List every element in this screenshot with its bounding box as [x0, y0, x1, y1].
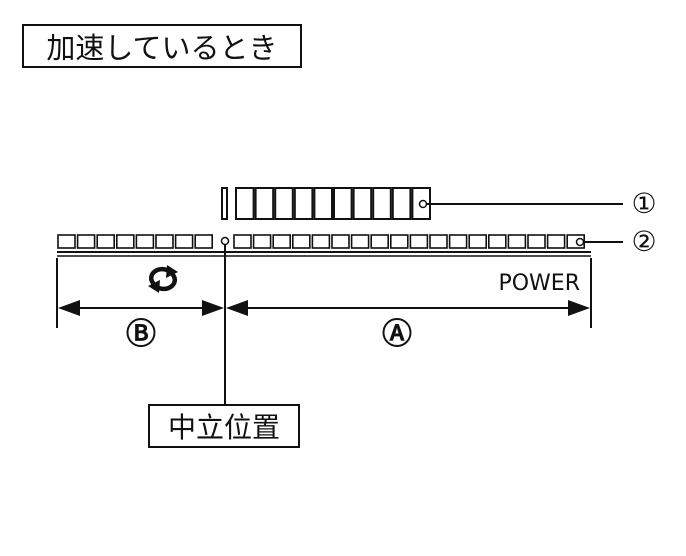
lower-bar-segment	[96, 234, 115, 249]
callout-one: ①	[631, 187, 656, 220]
range-a-label: Ⓐ	[382, 317, 412, 352]
lower-bar-segment	[174, 234, 194, 249]
lower-bar-segment	[527, 234, 546, 249]
lower-bar-segment	[389, 234, 409, 249]
range-a-arrow	[226, 300, 590, 316]
lower-bar-segment	[507, 234, 527, 249]
range-b-label: Ⓑ	[126, 317, 156, 352]
upper-bar-segment	[235, 187, 255, 220]
lower-bar-segment	[291, 234, 311, 249]
neutral-position-label: 中立位置	[148, 404, 300, 448]
lower-bar-segment	[57, 234, 76, 249]
lower-bar-segment	[546, 234, 566, 249]
lower-bar-segment	[116, 234, 135, 249]
upper-bar-segment	[333, 187, 353, 220]
upper-bar-end-segment	[221, 187, 228, 220]
lower-bar-segment	[76, 234, 96, 249]
neutral-marker	[220, 236, 230, 246]
lower-bar-segment	[252, 234, 272, 249]
upper-bar-segment	[352, 187, 373, 220]
lower-bar-segment	[272, 234, 292, 249]
lower-bar-segment	[448, 234, 468, 249]
lower-bar-segment	[429, 234, 448, 249]
upper-bar-segment	[372, 187, 392, 220]
lower-bar-segment	[468, 234, 488, 249]
upper-indicator-bar	[221, 187, 431, 220]
upper-bar-segment	[293, 187, 314, 220]
title-label: 加速しているとき	[22, 24, 302, 68]
power-label: POWER	[498, 271, 580, 296]
upper-bar-segment	[391, 187, 412, 220]
lower-bar-segment	[409, 234, 429, 249]
lower-bar-segment	[194, 234, 213, 249]
lower-bar-segment	[311, 234, 331, 249]
lower-bar-marker	[575, 237, 585, 247]
callout-two: ②	[631, 225, 656, 258]
range-b-arrow	[58, 300, 224, 316]
lower-bar-segment	[155, 234, 174, 249]
upper-bar-segment	[313, 187, 333, 220]
regeneration-arrows-icon	[148, 265, 178, 293]
lower-bar-segment	[135, 234, 155, 249]
lower-bar-segment	[370, 234, 390, 249]
lower-bar-segment	[350, 234, 370, 249]
upper-bar-marker	[418, 199, 428, 209]
lower-bar-segment	[233, 234, 252, 249]
upper-bar-segment	[254, 187, 275, 220]
lower-bar-segment	[487, 234, 507, 249]
lower-bar-segment	[331, 234, 350, 249]
upper-bar-segment	[274, 187, 294, 220]
lower-scale-bar	[57, 234, 586, 249]
